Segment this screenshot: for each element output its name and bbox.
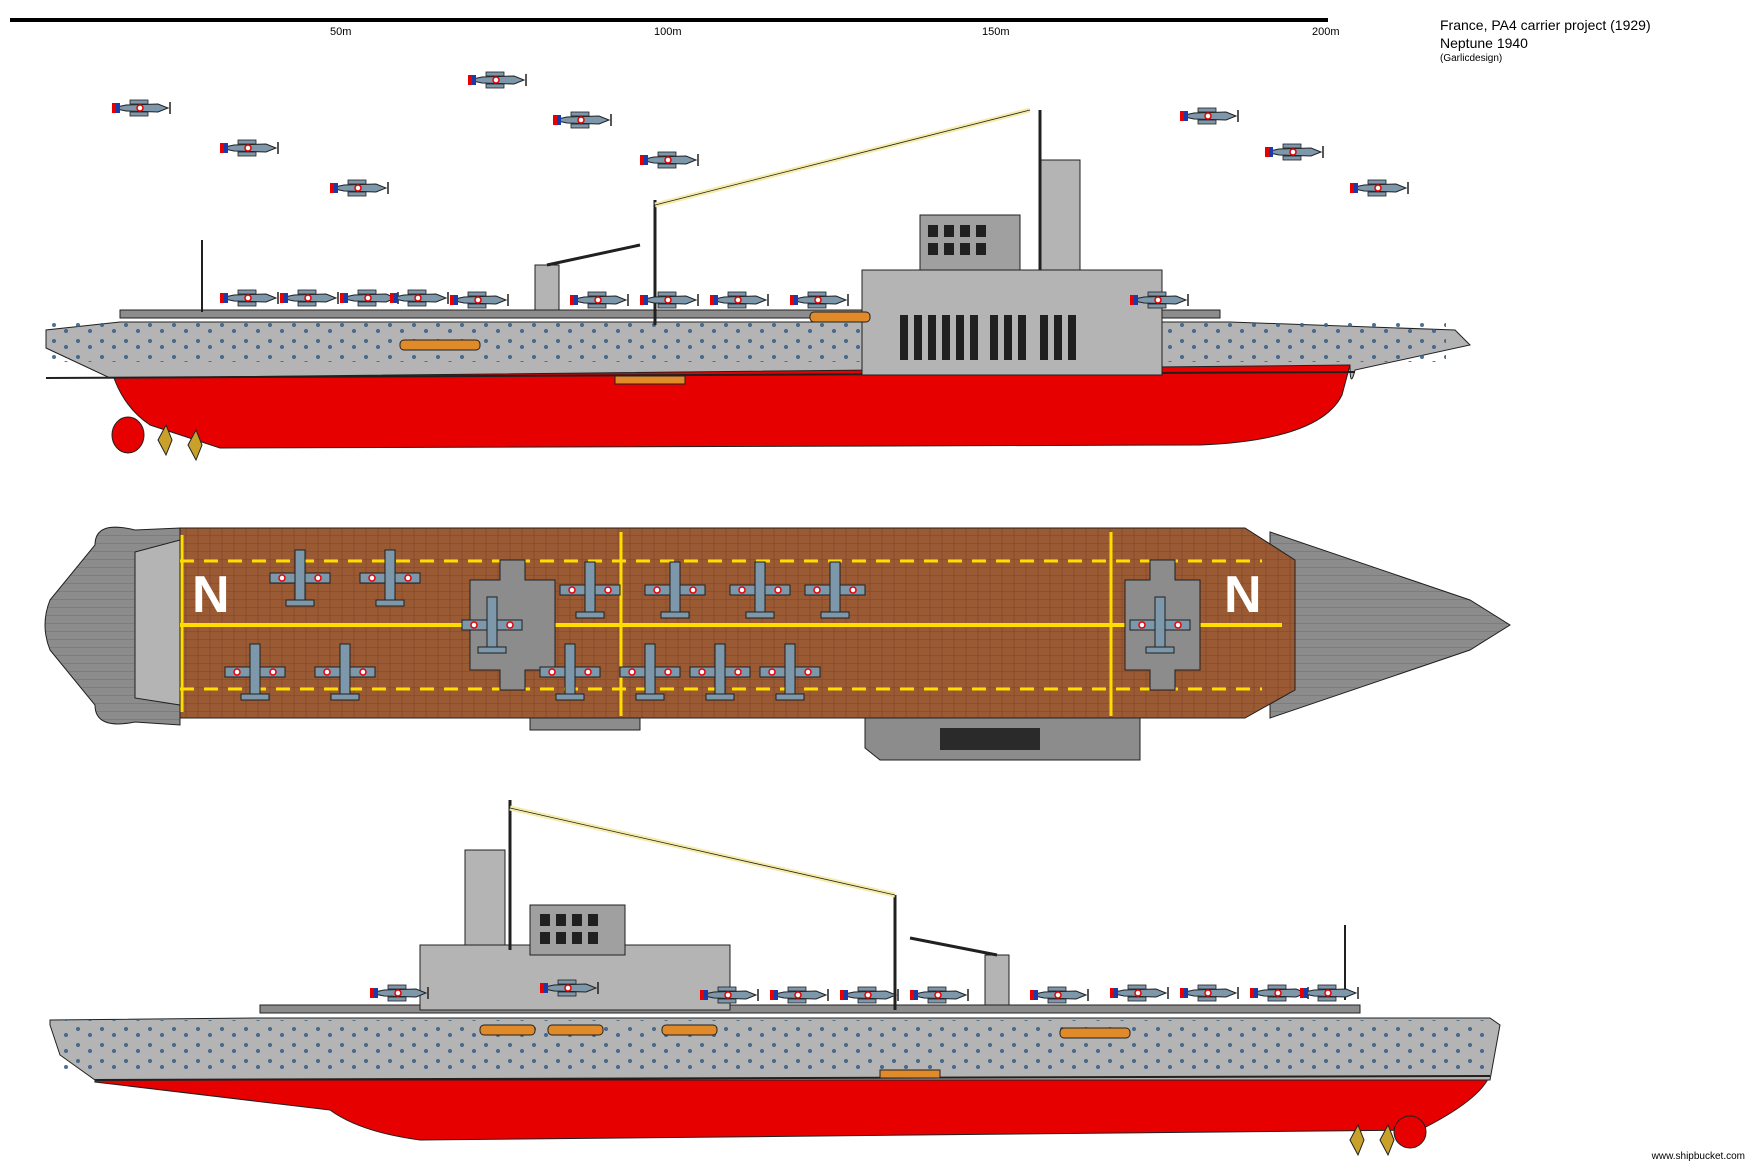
plan-view: N N: [44, 526, 1511, 761]
lower-hull-red: [109, 364, 1351, 449]
deck-letter-aft: N: [192, 566, 230, 624]
island-superstructure-port: [419, 849, 731, 1011]
scale-bar: [10, 12, 1328, 26]
scale-label-100: 100m: [654, 26, 682, 38]
deck-letter-fwd: N: [1224, 566, 1262, 624]
scale-label-150: 150m: [982, 26, 1010, 38]
profile-starboard: [45, 107, 1472, 462]
lower-hull-red-port: [94, 1074, 1491, 1141]
island-superstructure: [861, 159, 1163, 376]
flight-deck-edge: [119, 309, 1221, 319]
title-line-1: France, PA4 carrier project (1929): [1440, 17, 1651, 33]
scale-label-200: 200m: [1312, 26, 1340, 38]
scale-label-50: 50m: [330, 26, 352, 38]
propeller-icon: [111, 416, 203, 462]
crane-icon: [534, 243, 641, 311]
scale-bar-line: [10, 18, 1328, 22]
credit-text: www.shipbucket.com: [1651, 1151, 1745, 1162]
lifeboat-icon-port: [479, 1024, 536, 1036]
title-block: France, PA4 carrier project (1929) Neptu…: [1440, 16, 1651, 66]
propeller-icon-port: [1349, 1115, 1427, 1157]
title-line-2: Neptune 1940: [1440, 35, 1528, 51]
crane-icon-port: [909, 936, 1010, 1006]
lifeboat-icon: [399, 339, 481, 351]
profile-port: [49, 800, 1501, 1157]
title-line-3: (Garlicdesign): [1440, 53, 1503, 64]
